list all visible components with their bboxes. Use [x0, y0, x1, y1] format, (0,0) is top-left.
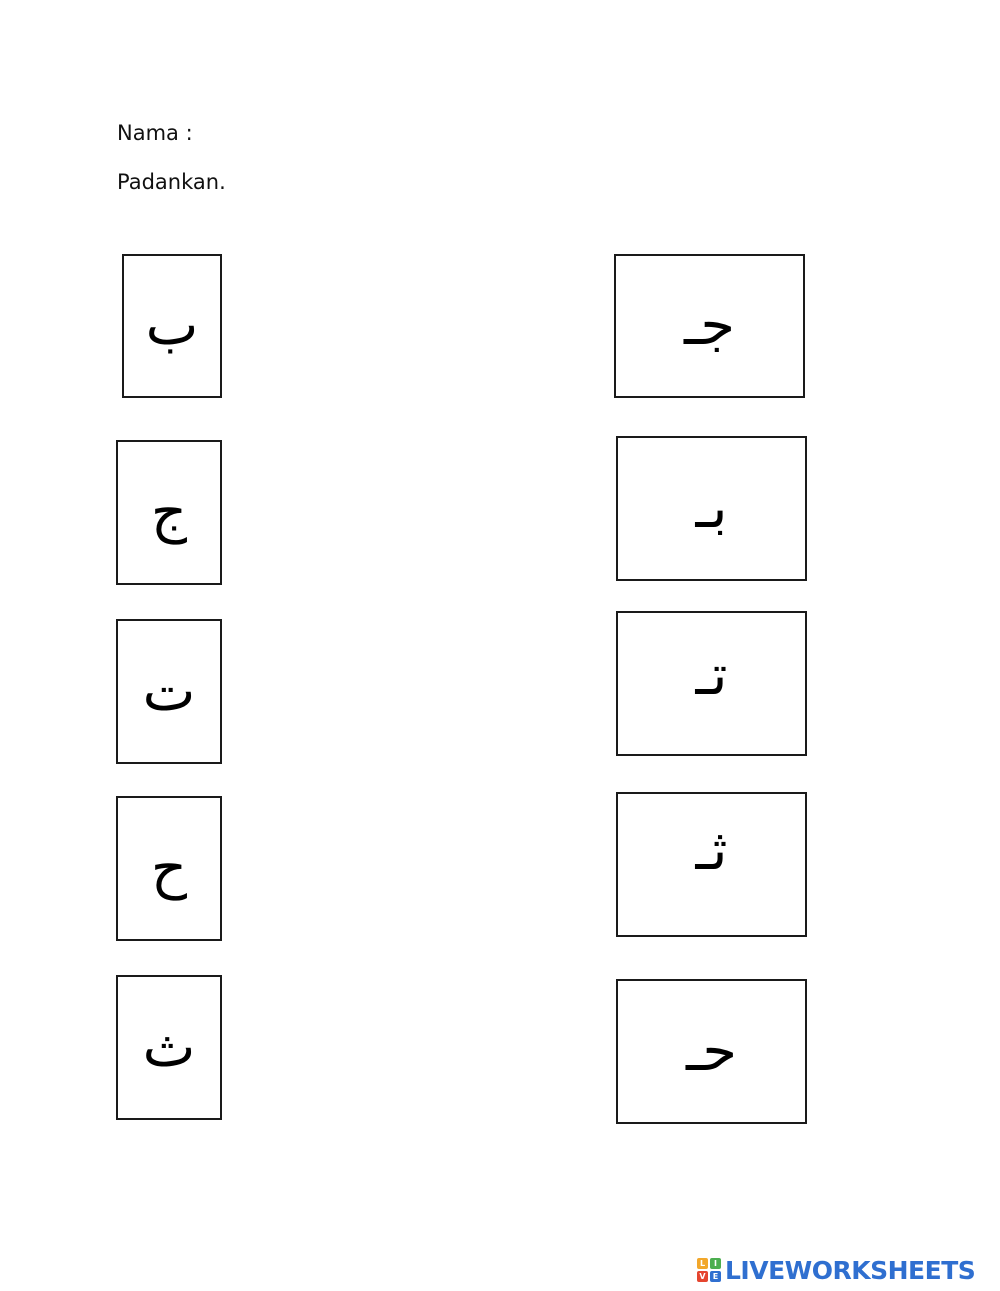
name-label: Nama : — [117, 121, 193, 145]
left-card-letter-tsa[interactable]: ث — [116, 975, 222, 1120]
logo-block: L — [697, 1258, 708, 1269]
instruction-text: Padankan. — [117, 170, 226, 194]
left-card-letter: ح — [150, 835, 188, 901]
liveworksheets-logo: L I V E LIVEWORKSHEETS — [697, 1255, 976, 1285]
logo-text: LIVEWORKSHEETS — [725, 1255, 976, 1285]
right-card-initial-jim[interactable]: جـ — [614, 254, 805, 398]
left-card-letter: ت — [142, 658, 196, 724]
right-card-letter: ثـ — [695, 817, 728, 883]
left-card-letter-ba[interactable]: ب — [122, 254, 222, 398]
right-card-initial-ba[interactable]: بـ — [616, 436, 807, 581]
logo-block: V — [697, 1271, 708, 1282]
logo-block: I — [710, 1258, 721, 1269]
left-card-letter-jim[interactable]: ج — [116, 440, 222, 585]
left-card-letter: ج — [150, 479, 188, 545]
right-card-letter: جـ — [683, 293, 736, 358]
left-card-letter-ha[interactable]: ح — [116, 796, 222, 941]
right-card-initial-ha[interactable]: حـ — [616, 979, 807, 1124]
left-card-letter-ta[interactable]: ت — [116, 619, 222, 764]
right-card-letter: حـ — [685, 1018, 738, 1084]
left-card-letter: ب — [145, 293, 199, 358]
left-card-letter: ث — [142, 1014, 196, 1080]
logo-block: E — [710, 1271, 721, 1282]
right-card-initial-ta[interactable]: تـ — [616, 611, 807, 756]
right-card-letter: تـ — [695, 642, 728, 708]
right-card-initial-tsa[interactable]: ثـ — [616, 792, 807, 937]
right-card-letter: بـ — [695, 475, 728, 541]
logo-blocks-icon: L I V E — [697, 1258, 721, 1282]
